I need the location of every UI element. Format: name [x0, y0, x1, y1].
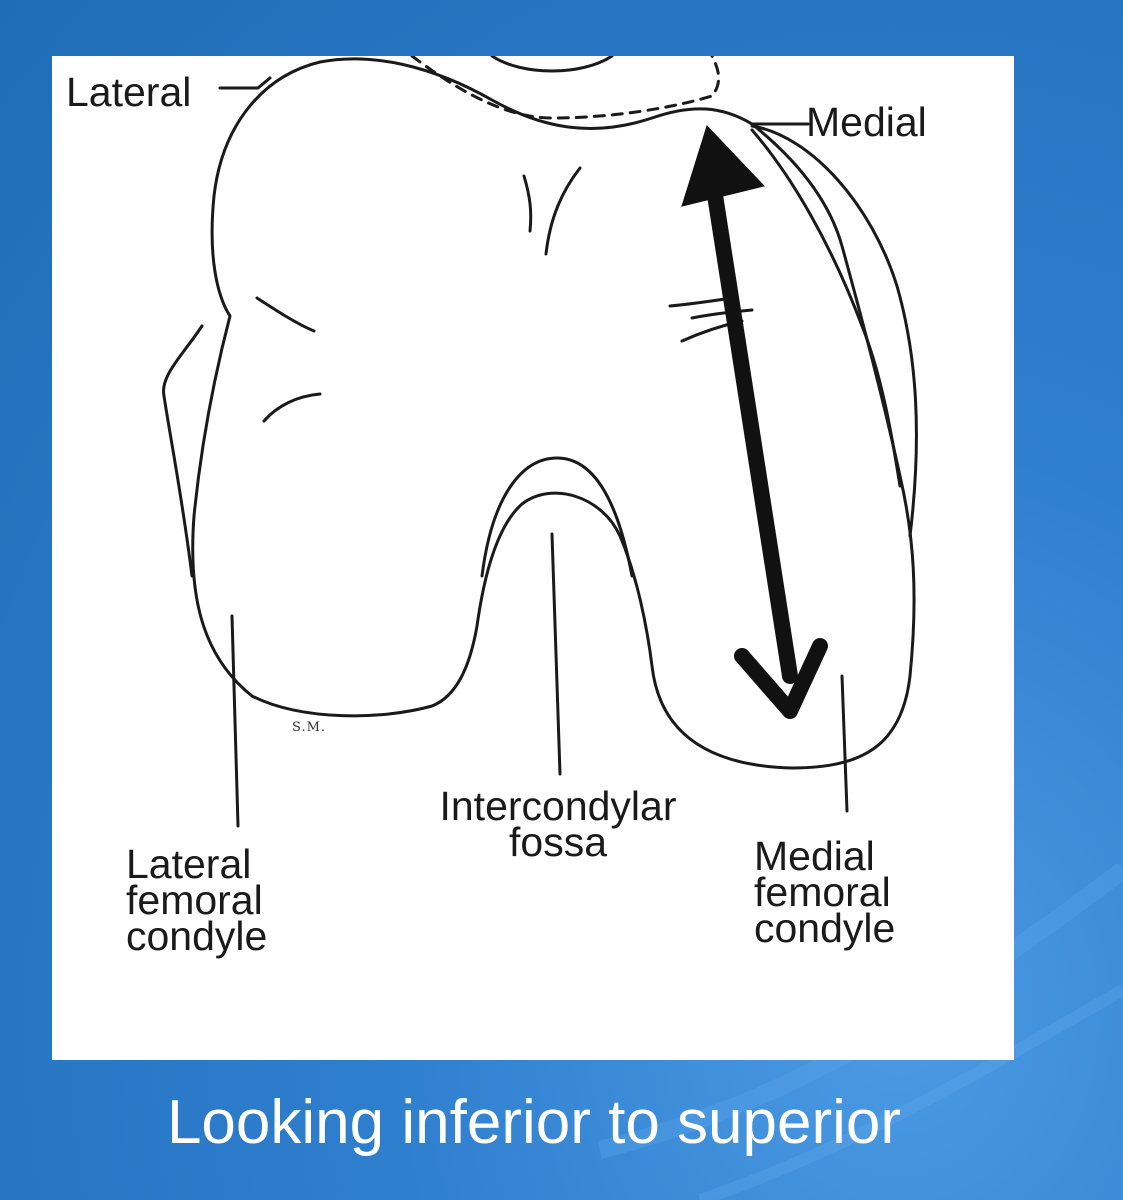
double-headed-arrow	[681, 125, 828, 719]
medial-condyle-outline	[750, 124, 918, 538]
lateral-bulge	[162, 324, 204, 578]
slide-caption: Looking inferior to superior	[166, 1088, 902, 1157]
patellar-dashed-line	[410, 56, 721, 120]
label-lateral-femoral-condyle: Lateral femoral condyle	[126, 841, 268, 959]
detail-stroke	[255, 296, 316, 333]
label-medial: Medial	[806, 99, 927, 145]
femur-diagram-panel: Lateral Medial Intercondylar fossa Later…	[52, 56, 1014, 1060]
label-medial-femoral-condyle: Medial femoral condyle	[754, 833, 896, 951]
medial-condyle-inner	[750, 128, 902, 488]
detail-stroke	[668, 296, 734, 308]
detail-stroke	[690, 308, 754, 320]
detail-stroke	[522, 174, 533, 233]
leader-line-lateral-top	[218, 76, 272, 90]
label-intercondylar-fossa: Intercondylar fossa	[439, 783, 677, 865]
detail-stroke	[544, 166, 582, 256]
leader-line-medial-condyle	[840, 674, 849, 813]
illustrator-initials: S.M.	[292, 720, 327, 735]
fossa-arch	[480, 456, 634, 578]
femur-outline	[191, 57, 916, 770]
leader-line-lateral-condyle	[230, 614, 240, 828]
leader-line-intercondylar	[550, 532, 562, 776]
label-lateral: Lateral	[66, 69, 192, 115]
patellar-top-curve	[490, 56, 614, 73]
detail-stroke	[262, 392, 322, 423]
distal-femur-illustration	[162, 56, 918, 828]
